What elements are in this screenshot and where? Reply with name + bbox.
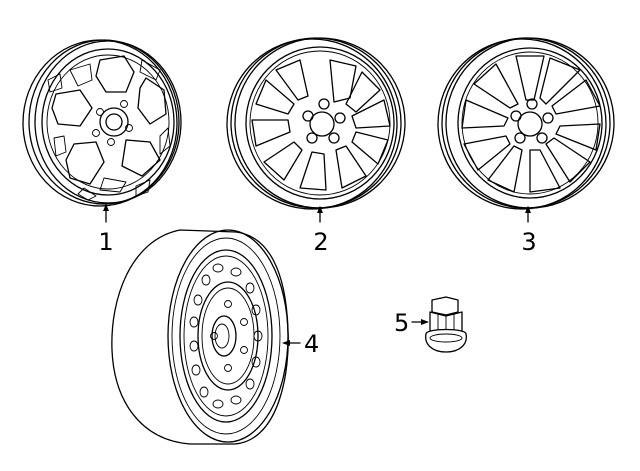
callout-3: 3 <box>521 228 536 256</box>
callout-5: 5 <box>394 309 409 337</box>
callout-1: 1 <box>98 228 113 256</box>
wheel-1-alloy: 1 <box>22 39 182 256</box>
wheel-3-alloy: 3 <box>437 37 615 256</box>
lug-nut: 5 <box>394 296 467 353</box>
wheel-2-alloy: 2 <box>226 37 406 256</box>
spare-wheel: 4 <box>111 229 319 445</box>
callout-4: 4 <box>304 330 319 358</box>
callout-2: 2 <box>313 228 328 256</box>
